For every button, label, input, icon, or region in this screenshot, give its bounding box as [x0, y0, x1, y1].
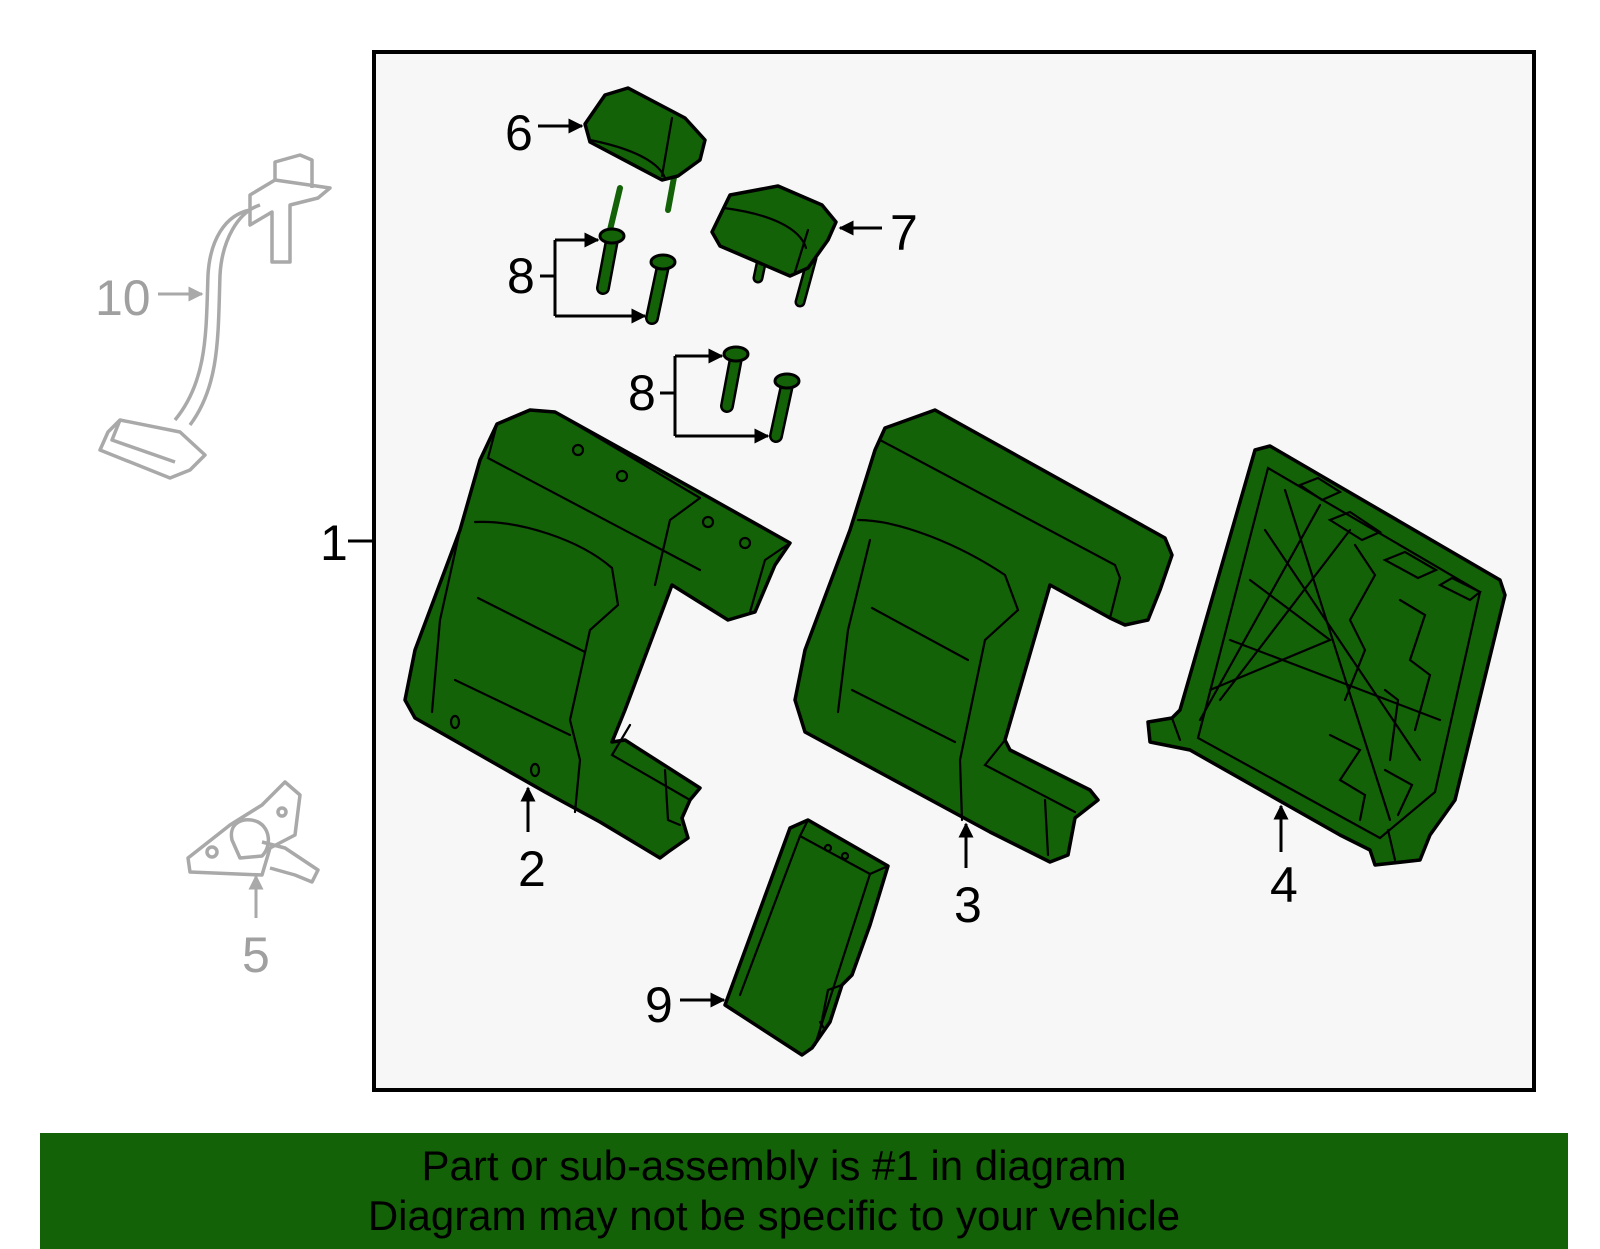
part-9-armrest[interactable]	[723, 818, 890, 1057]
info-banner: Part or sub-assembly is #1 in diagram Di…	[40, 1133, 1568, 1249]
part-4-seat-back-frame[interactable]	[1146, 444, 1507, 867]
part-2-left-seat-back[interactable]	[403, 408, 792, 860]
callout-7: 7	[890, 205, 918, 261]
part-7-headrest[interactable]	[710, 184, 838, 308]
part-5-latch-bracket[interactable]	[186, 780, 320, 884]
callout-3: 3	[954, 877, 982, 933]
callout-8a: 8	[507, 248, 535, 304]
callout-8b-bracket	[660, 356, 722, 436]
banner-line-2: Diagram may not be specific to your vehi…	[367, 1192, 1181, 1239]
callout-5: 5	[242, 927, 270, 983]
callout-1: 1	[320, 515, 348, 571]
callout-2: 2	[518, 841, 546, 897]
banner-line-1: Part or sub-assembly is #1 in diagram	[421, 1142, 1127, 1189]
callout-8a-bracket	[540, 240, 598, 316]
part-6-headrest[interactable]	[583, 86, 707, 233]
part-3-center-seat-back[interactable]	[793, 408, 1174, 864]
callout-10: 10	[95, 270, 151, 326]
part-10-seat-belt-buckle[interactable]	[98, 153, 332, 480]
callout-4: 4	[1270, 857, 1298, 913]
callout-6: 6	[505, 105, 533, 161]
callout-8b: 8	[628, 365, 656, 421]
callout-9: 9	[645, 977, 673, 1033]
